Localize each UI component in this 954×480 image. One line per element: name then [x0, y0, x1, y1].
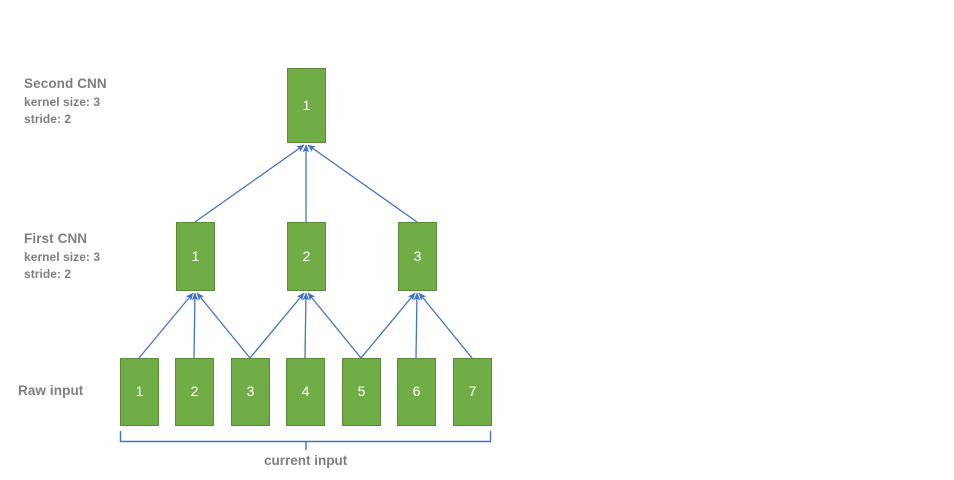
arrow-raw6-to-first3 — [413, 292, 421, 359]
cell-first-1[interactable]: 1 — [176, 222, 215, 291]
arrow-raw2-to-first1 — [191, 292, 199, 359]
arrow-first1-to-second1 — [194, 144, 305, 223]
cell-raw-6[interactable]: 6 — [397, 358, 436, 426]
arrow-raw3-to-first2 — [249, 292, 305, 359]
bracket-caption-text: current input — [264, 453, 348, 468]
arrow-raw5-to-first2 — [307, 292, 362, 359]
row-first-cnn-cells: 1 2 3 — [176, 222, 437, 291]
cell-raw-3[interactable]: 3 — [231, 358, 270, 426]
current-input-bracket — [119, 431, 492, 450]
layer-param-stride: stride: 2 — [24, 266, 72, 281]
layer-label-raw-input: Raw input — [18, 381, 83, 401]
layer-param-kernel: kernel size: 3 — [24, 249, 101, 264]
cell-label: 3 — [247, 383, 255, 399]
cell-label: 1 — [192, 248, 200, 264]
cell-raw-7[interactable]: 7 — [453, 358, 492, 426]
cell-label: 4 — [302, 383, 310, 399]
arrow-raw3-to-first1 — [196, 292, 251, 359]
cell-label: 2 — [303, 248, 311, 264]
cell-label: 6 — [413, 383, 421, 399]
layer-param-kernel: kernel size: 3 — [24, 94, 101, 109]
arrow-raw1-to-first1 — [138, 292, 194, 359]
layer-label-second-cnn: Second CNN kernel size: 3 stride: 2 — [24, 74, 107, 128]
arrow-raw4-to-first2 — [302, 292, 310, 359]
arrows-first-to-second — [194, 144, 418, 223]
arrow-raw7-to-first3 — [418, 292, 473, 359]
cell-raw-1[interactable]: 1 — [120, 358, 159, 426]
row-raw-input-cells: 1 2 3 4 5 6 7 — [120, 358, 492, 426]
layer-param-stride: stride: 2 — [24, 111, 72, 126]
layer-label-first-cnn: First CNN kernel size: 3 stride: 2 — [24, 229, 100, 283]
cell-label: 5 — [358, 383, 366, 399]
cell-raw-4[interactable]: 4 — [286, 358, 325, 426]
cell-label: 1 — [136, 383, 144, 399]
arrow-first3-to-second1 — [307, 144, 418, 223]
row-second-cnn-cells: 1 — [287, 68, 326, 143]
cell-label: 3 — [414, 248, 422, 264]
cell-raw-2[interactable]: 2 — [175, 358, 214, 426]
layer-title: Second CNN — [24, 76, 107, 91]
cell-second-1[interactable]: 1 — [287, 68, 326, 143]
cell-raw-5[interactable]: 5 — [342, 358, 381, 426]
arrow-raw5-to-first3 — [360, 292, 416, 359]
cell-first-2[interactable]: 2 — [287, 222, 326, 291]
arrows-raw-to-first — [138, 292, 473, 359]
layer-title: Raw input — [18, 383, 84, 398]
cell-label: 7 — [469, 383, 477, 399]
cell-label: 1 — [303, 97, 311, 113]
layer-title: First CNN — [24, 231, 88, 246]
cell-first-3[interactable]: 3 — [398, 222, 437, 291]
cell-label: 2 — [191, 383, 199, 399]
